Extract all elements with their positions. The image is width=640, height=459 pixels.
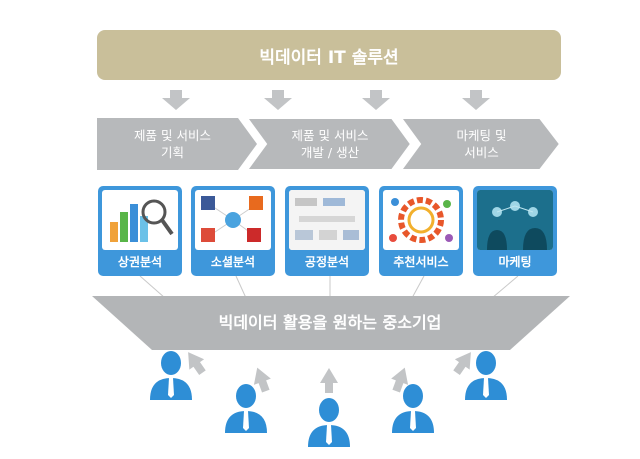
card-label: 마케팅: [498, 255, 532, 269]
person-icon: [150, 351, 192, 400]
process-flow-icon: [289, 190, 365, 250]
funnel-label: 빅데이터 활용을 원하는 중소기업: [218, 313, 442, 332]
stage-chevron-3: [399, 117, 562, 171]
up-arrow-icon: [253, 367, 271, 393]
stage-label-line: 제품 및 서비스: [291, 128, 369, 143]
down-arrow-icon: [264, 90, 292, 110]
card-social-analysis: 소셜분석: [191, 186, 275, 276]
person-icon: [392, 384, 434, 433]
stage-label-marketing: 마케팅 및 서비스: [414, 118, 549, 170]
stage-label-line: 개발 / 생산: [300, 145, 360, 160]
stage-label-planning: 제품 및 서비스 기획: [100, 118, 245, 170]
stage-label-line: 마케팅 및: [456, 128, 507, 143]
stage-label-line: 제품 및 서비스: [134, 128, 211, 143]
person-icon: [465, 351, 507, 400]
card-label: 상권분석: [117, 255, 163, 269]
social-media-icon: [195, 190, 271, 250]
person-icon: [225, 384, 267, 433]
marketing-people-icon: [477, 190, 553, 250]
up-arrow-icon: [453, 352, 471, 375]
recommendation-ring-icon: [383, 190, 459, 250]
down-arrow-icon: [462, 90, 490, 110]
card-label: 소셜분석: [210, 255, 256, 269]
down-arrow-icon: [162, 90, 190, 110]
card-marketing: 마케팅: [473, 186, 557, 276]
up-arrow-icon: [188, 352, 206, 375]
up-arrow-icon: [320, 368, 338, 393]
stage-label-line: 기획: [160, 145, 184, 160]
stage-label-line: 서비스: [464, 145, 499, 160]
funnel-shape: [92, 296, 570, 350]
solution-banner: 빅데이터 IT 솔루션: [97, 30, 561, 80]
bar-chart-magnifier-icon: [102, 190, 178, 250]
solution-banner-title: 빅데이터 IT 솔루션: [259, 47, 399, 68]
up-arrow-icon: [391, 367, 409, 393]
down-arrow-icon: [362, 90, 390, 110]
stage-label-development: 제품 및 서비스 개발 / 생산: [260, 118, 400, 170]
card-label: 공정분석: [304, 255, 350, 269]
card-process-analysis: 공정분석: [285, 186, 369, 276]
person-icon: [308, 398, 350, 447]
card-recommendation-service: 추천서비스: [379, 186, 463, 276]
stage-chevron-2: [245, 117, 413, 171]
card-commercial-analysis: 상권분석: [98, 186, 182, 276]
stage-chevron-1: [97, 118, 257, 170]
card-label: 추천서비스: [393, 255, 449, 269]
